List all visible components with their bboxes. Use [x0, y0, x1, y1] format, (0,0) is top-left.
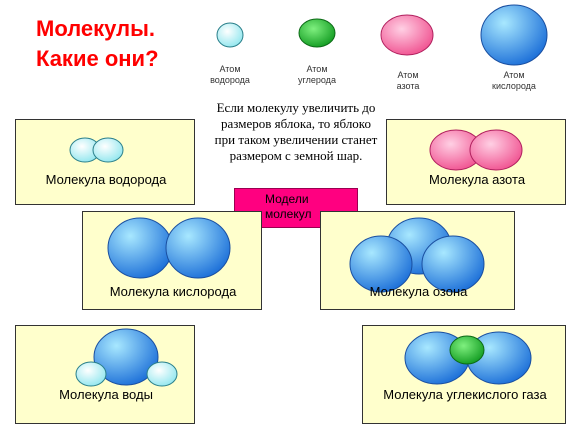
co2-molecule-icon — [404, 331, 532, 385]
label-oxygen: Молекула кислорода — [109, 284, 237, 299]
panel-water: Молекула воды — [15, 325, 195, 424]
page-title: Молекулы. Какие они? — [36, 14, 196, 74]
label-nitrogen: Молекула азота — [428, 172, 526, 187]
water-molecule-icon — [75, 328, 178, 387]
label-ozone: Молекула озона — [369, 284, 468, 299]
nitrogen-atom-icon — [380, 14, 434, 56]
scale-note: Если молекулу увеличить до размеров ябло… — [214, 100, 378, 163]
label-water: Молекула воды — [59, 387, 153, 402]
title-line-2: Какие они? — [36, 46, 159, 71]
panel-oxygen: Молекула кислорода — [82, 211, 262, 310]
panel-ozone: Молекула озона — [320, 211, 515, 310]
label-hydrogen: Молекула водорода — [45, 172, 167, 187]
panel-hydrogen: Молекула водорода — [15, 119, 195, 205]
title-line-1: Молекулы. — [36, 16, 155, 41]
legend-carbon-label: Атом углерода — [298, 64, 336, 85]
panel-nitrogen: Молекула азота — [386, 119, 566, 205]
hydrogen-atom-icon — [216, 22, 244, 48]
oxygen-molecule-icon — [107, 217, 231, 279]
legend-hydrogen-label: Атом водорода — [210, 64, 250, 85]
ozone-molecule-icon — [349, 217, 485, 293]
oxygen-atom-icon — [480, 4, 548, 66]
nitrogen-molecule-icon — [429, 129, 523, 171]
legend-nitrogen-label: Атом азота — [396, 70, 420, 91]
legend-oxygen-label: Атом кислорода — [492, 70, 536, 91]
panel-co2: Молекула углекислого газа — [362, 325, 566, 424]
hydrogen-molecule-icon — [69, 137, 124, 163]
label-co2: Молекула углекислого газа — [383, 387, 547, 402]
carbon-atom-icon — [298, 18, 336, 48]
